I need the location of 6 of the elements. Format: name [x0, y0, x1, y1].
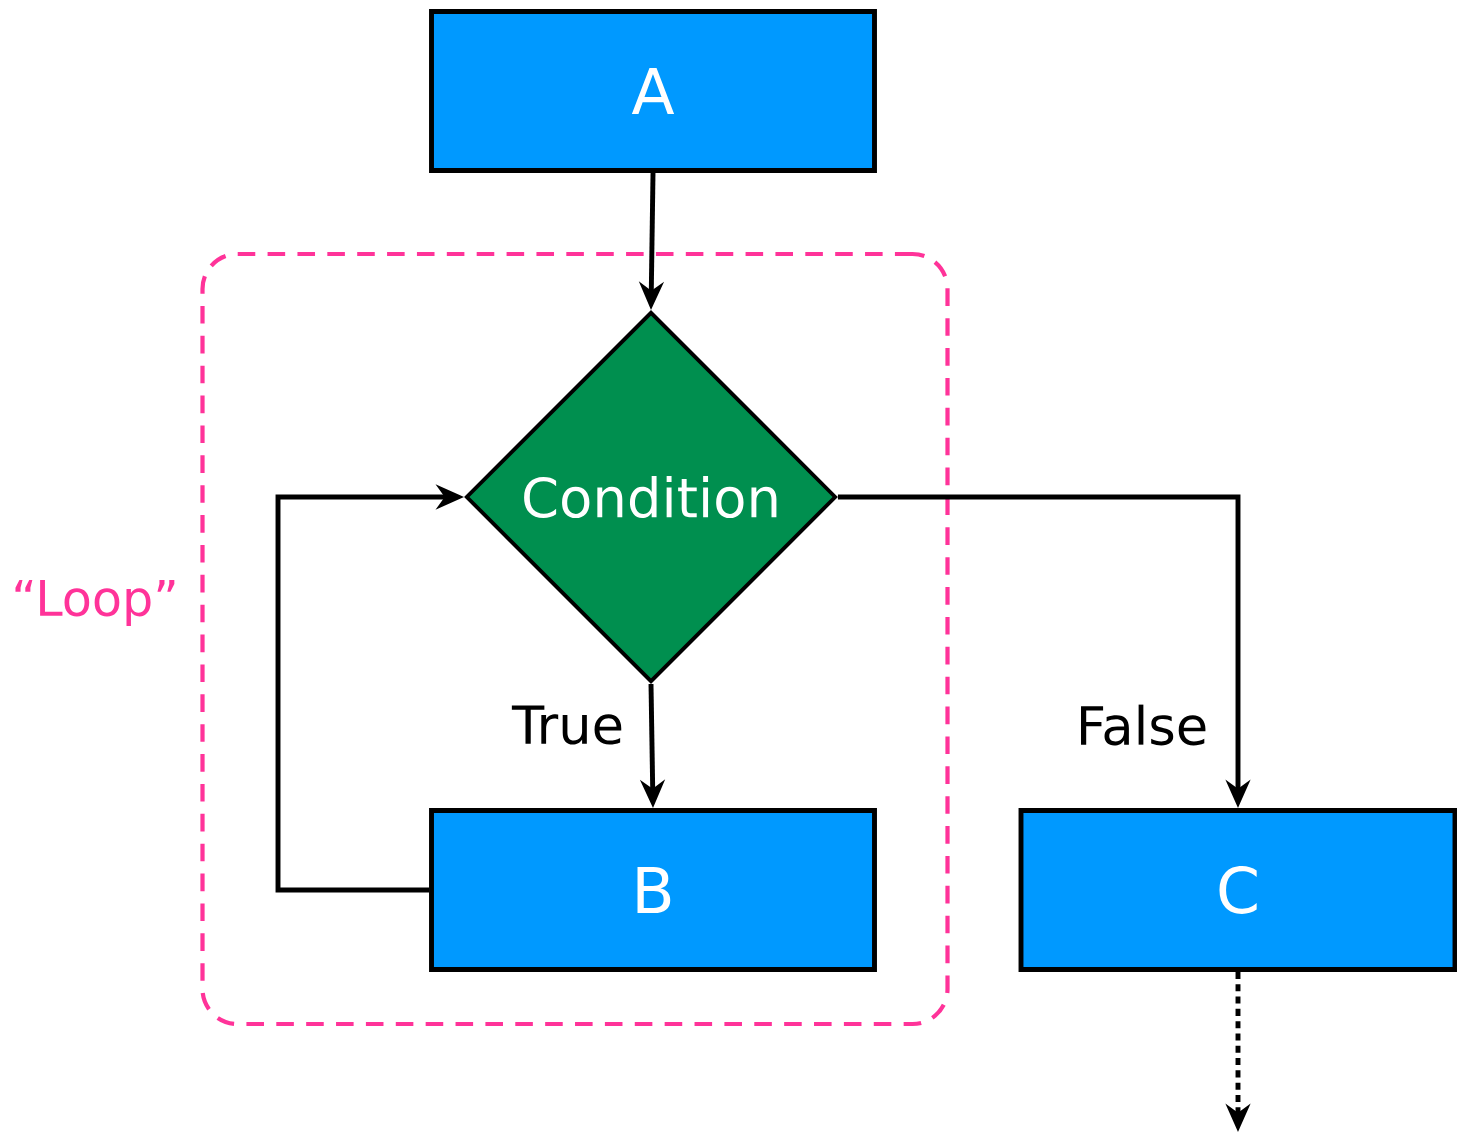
process-box: A	[429, 9, 877, 173]
process-box: C	[1018, 808, 1457, 972]
process-box: B	[429, 808, 877, 972]
node-label: “Loop”	[15, 579, 175, 627]
edge-label: True	[510, 703, 626, 747]
edge-label: False	[1074, 702, 1210, 748]
